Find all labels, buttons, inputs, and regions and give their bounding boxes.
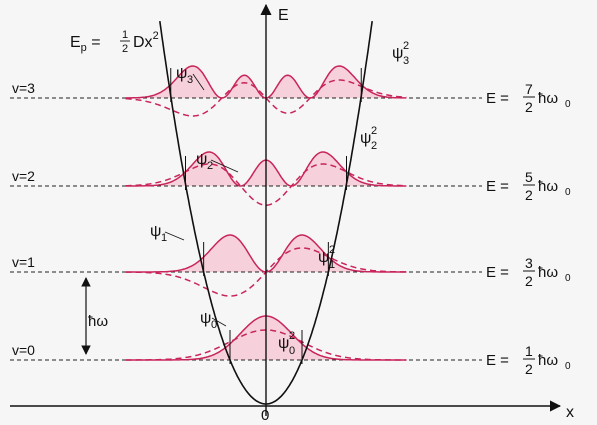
x-axis-label: x [566, 404, 574, 421]
svg-text:Dx2: Dx2 [133, 30, 159, 51]
potential-equals: = [87, 34, 101, 51]
energy-frac-num-v0: 1 [525, 343, 533, 359]
energy-label-v1: E = 3 2 ħω 0 [486, 255, 571, 289]
energy-label-v2: E = 5 2 ħω 0 [486, 169, 571, 203]
wavefunction-symbol-v3: ψ [176, 65, 187, 82]
energy-suffix-v1: ħω [538, 264, 558, 281]
potential-body: Dx [133, 34, 153, 51]
probability-sup-v2: 2 [371, 125, 377, 137]
probability-symbol-v3: ψ [392, 45, 403, 62]
wavefunction-curve-v2 [125, 163, 407, 206]
probability-symbol-v1: ψ [318, 249, 329, 266]
energy-suffix-sub-v3: 0 [565, 99, 571, 110]
wavefunction-symbol-v1: ψ [150, 223, 161, 240]
potential-formula: Ep = 1 2 Dx2 [70, 29, 159, 55]
wavefunction-leader-v1 [164, 231, 185, 241]
energy-frac-den-v1: 2 [525, 273, 533, 289]
energy-prefix-v2: E = [486, 178, 509, 195]
probability-sub-v3: 3 [403, 55, 409, 67]
wavefunction-sub-v0: 0 [211, 319, 217, 331]
level-label-v3: v=3 [12, 80, 35, 96]
wavefunction-sub-v2: 2 [207, 160, 213, 172]
origin-label: 0 [261, 407, 269, 424]
probability-sup-v1: 2 [329, 244, 335, 256]
spacing-label: ħω [88, 313, 108, 330]
energy-frac-num-v3: 7 [525, 81, 533, 97]
energy-frac-den-v3: 2 [525, 99, 533, 115]
potential-frac-den: 2 [122, 43, 128, 55]
probability-fill-v3 [125, 66, 407, 98]
level-label-v2: v=2 [12, 168, 35, 184]
probability-sub-v2: 2 [371, 140, 377, 152]
energy-suffix-v0: ħω [538, 352, 558, 369]
potential-sup: 2 [153, 30, 159, 42]
svg-text:Ep =: Ep = [70, 34, 101, 54]
energy-prefix-v3: E = [486, 90, 509, 107]
probability-sub-v0: 0 [289, 345, 295, 357]
probability-sup-v3: 2 [403, 40, 409, 52]
potential-frac-num: 1 [122, 29, 128, 41]
probability-sup-v0: 2 [289, 330, 295, 342]
wavefunction-leader-v0 [211, 317, 227, 327]
energy-suffix-v2: ħω [538, 178, 558, 195]
energy-suffix-sub-v1: 0 [565, 273, 571, 284]
wavefunction-leader-v2 [210, 159, 239, 173]
energy-suffix-sub-v0: 0 [565, 361, 571, 372]
energy-suffix-v3: ħω [538, 90, 558, 107]
energy-prefix-v1: E = [486, 264, 509, 281]
wavefunction-sub-v1: 1 [161, 232, 167, 244]
wavefunction-symbol-v0: ψ [200, 310, 211, 327]
energy-frac-den-v0: 2 [525, 361, 533, 377]
wavefunction-leader-v3 [192, 73, 205, 91]
potential-prefix-sub: p [81, 42, 87, 54]
energy-suffix-sub-v2: 0 [565, 187, 571, 198]
potential-prefix: E [70, 34, 81, 51]
level-label-v1: v=1 [12, 254, 35, 270]
energy-frac-num-v1: 3 [525, 255, 533, 271]
energy-level-lines [10, 97, 482, 361]
y-axis-label: E [278, 7, 289, 24]
energy-frac-num-v2: 5 [525, 169, 533, 185]
energy-prefix-v0: E = [486, 352, 509, 369]
wavefunction-symbol-v2: ψ [196, 151, 207, 168]
energy-frac-den-v2: 2 [525, 187, 533, 203]
wavefunction-sub-v3: 3 [187, 74, 193, 86]
level-label-v0: v=0 [12, 342, 35, 358]
energy-label-v3: E = 7 2 ħω 0 [486, 81, 571, 115]
probability-sub-v1: 1 [329, 259, 335, 271]
probability-symbol-v0: ψ [278, 335, 289, 352]
probability-symbol-v2: ψ [360, 130, 371, 147]
energy-label-v0: E = 1 2 ħω 0 [486, 343, 571, 377]
